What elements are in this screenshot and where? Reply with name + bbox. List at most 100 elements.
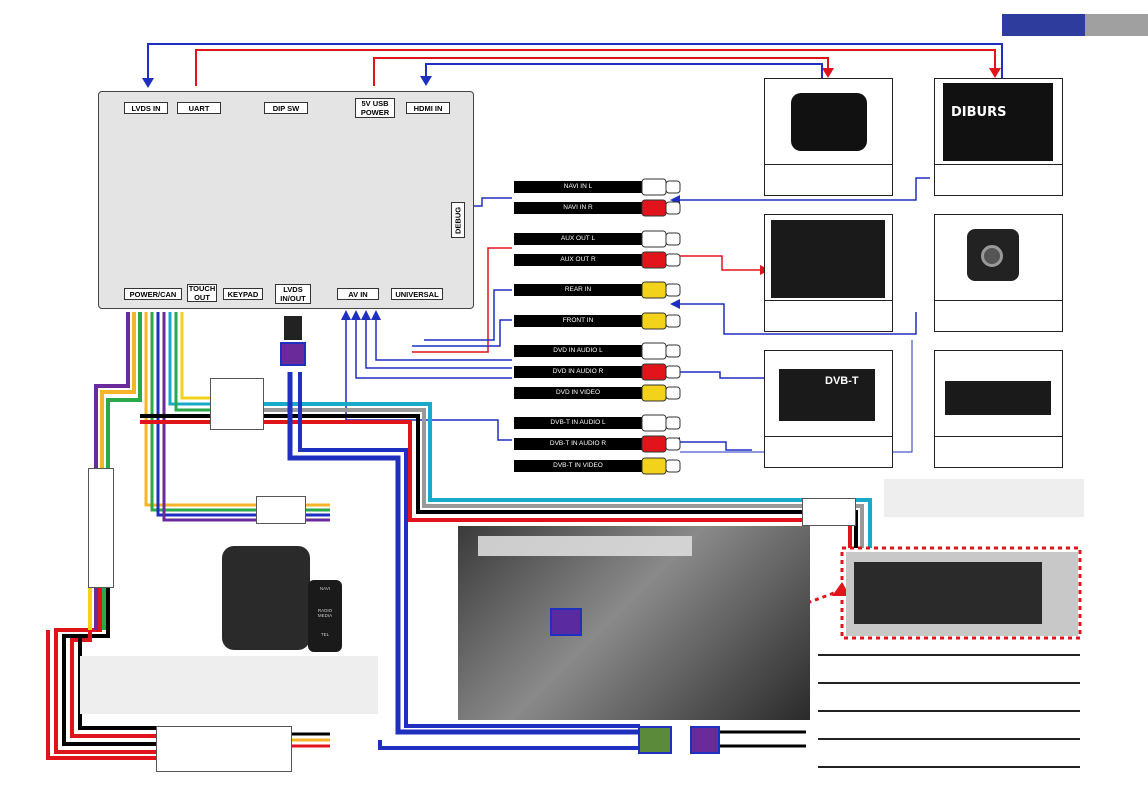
- rca-label: REAR IN: [514, 284, 642, 296]
- rca-plug-white: [641, 414, 681, 432]
- rca-plug-red: [641, 251, 681, 269]
- wire-dvd-in-v: [355, 312, 512, 379]
- rca-label: DVB-T IN AUDIO R: [514, 438, 642, 450]
- wire-navi-in: [472, 197, 512, 207]
- wire-can-black: [140, 414, 858, 548]
- port-av-in: AV IN: [337, 288, 379, 300]
- connector-pins: [854, 562, 1042, 624]
- wire-dvd-in: [375, 312, 512, 361]
- wire-front-in: [412, 319, 512, 347]
- wire-dvd-to-rca: [680, 371, 764, 379]
- rca-plug-yellow: [641, 384, 681, 402]
- button-radio-media[interactable]: RADIO MEDIA: [317, 608, 333, 618]
- dvd-player-image: [945, 381, 1051, 415]
- navi-module-image: DIBURS: [943, 83, 1053, 161]
- device-caption: [765, 164, 892, 195]
- port-lvds-in-out: LVDS IN/OUT: [275, 284, 311, 304]
- port-hdmi-in: HDMI IN: [406, 102, 450, 114]
- port-touch-out: TOUCH OUT: [187, 284, 217, 302]
- rca-plug-white: [641, 230, 681, 248]
- wire-dvd-device: [680, 340, 913, 453]
- wire-rear-camera: [680, 303, 917, 335]
- device-dvd-player: [934, 350, 1063, 468]
- wire-rear-in: [424, 289, 512, 341]
- spec-table: [818, 654, 1080, 768]
- rca-label: NAVI IN R: [514, 202, 642, 214]
- wire-lvds-3: [378, 740, 640, 750]
- rca-label: FRONT IN: [514, 315, 642, 327]
- car-connector-photo: [458, 526, 810, 720]
- bottom-plug-green: [638, 726, 672, 754]
- port-keypad: KEYPAD: [223, 288, 263, 300]
- bottom-plug-purple: [690, 726, 720, 754]
- vehicle-connector-photo: [846, 552, 1078, 636]
- harness-connector-3: [802, 498, 856, 526]
- rca-plug-white: [641, 178, 681, 196]
- wire-can-white: [262, 408, 864, 548]
- button-tel[interactable]: TEL: [320, 632, 330, 637]
- port-5v-usb-power: 5V USB POWER: [355, 98, 395, 118]
- harness-connector: [210, 378, 264, 430]
- dvbt-image: DVB-T: [779, 369, 875, 421]
- rca-plug-red: [641, 363, 681, 381]
- wifi-box-image: [791, 93, 867, 151]
- rca-label: DVB-T IN VIDEO: [514, 460, 642, 472]
- wire-can-red: [140, 420, 852, 548]
- device-caption: [765, 436, 892, 467]
- rca-plug-yellow: [641, 281, 681, 299]
- camera-lens: [981, 245, 1003, 267]
- lvds-plug-photo: [550, 608, 582, 636]
- rca-plug-white: [641, 342, 681, 360]
- device-rear-camera: [934, 214, 1063, 332]
- navi-brand-text: DIBURS: [951, 105, 1007, 120]
- harness-connector-left: [88, 468, 114, 588]
- harness-connector-2: [256, 496, 306, 524]
- header-tabs: [1002, 14, 1148, 36]
- port-uart: UART: [177, 102, 221, 114]
- tab-gray: [1085, 14, 1148, 36]
- device-caption: [935, 164, 1062, 195]
- table-row: [818, 654, 1080, 684]
- photo-caption-bar: [478, 536, 692, 556]
- wire-uart-loop: [195, 49, 996, 86]
- rca-label: DVB-T IN AUDIO L: [514, 417, 642, 429]
- table-row: [818, 711, 1080, 740]
- rca-label: AUX OUT L: [514, 233, 642, 245]
- device-caption: [935, 300, 1062, 331]
- device-dvbt-box: DVB-T: [764, 350, 893, 468]
- wire-usb-loop: [373, 57, 829, 86]
- rca-label: NAVI IN L: [514, 181, 642, 193]
- wire-can-cyan: [262, 402, 872, 548]
- button-navi[interactable]: NAVI: [319, 586, 331, 591]
- wire-dvd-in-r: [365, 312, 512, 369]
- wire-lvds: [287, 372, 640, 735]
- wire-aux-device: [680, 255, 760, 271]
- connector-highlight: [840, 546, 1082, 640]
- touchpad: [222, 546, 310, 650]
- device-caption: [935, 436, 1062, 467]
- wire-lvds-in-loop: [147, 43, 1003, 86]
- wire-navi-device: [680, 177, 930, 201]
- wire-lvds-2: [298, 372, 640, 728]
- wire-dvbt-device: [680, 441, 752, 451]
- rca-label: AUX OUT R: [514, 254, 642, 266]
- controller-buttons: NAVI RADIO MEDIA TEL: [308, 580, 342, 652]
- rca-label: DVD IN AUDIO L: [514, 345, 642, 357]
- wire-dvbt-in: [345, 312, 512, 441]
- rca-plug-yellow: [641, 312, 681, 330]
- rca-plug-yellow: [641, 457, 681, 475]
- port-debug: DEBUG: [451, 202, 465, 238]
- note-box-right: [884, 479, 1084, 517]
- device-navi-module: DIBURS: [934, 78, 1063, 196]
- wire-hdmi-loop: [425, 63, 823, 80]
- note-box-left: [80, 656, 378, 714]
- port-lvds-in: LVDS IN: [124, 102, 168, 114]
- tab-blue: [1002, 14, 1085, 36]
- table-row: [818, 683, 1080, 712]
- wire-aux-out: [412, 247, 512, 353]
- rca-label: DVD IN VIDEO: [514, 387, 642, 399]
- rca-plug-red: [641, 435, 681, 453]
- aux-switch-photo: [771, 220, 885, 298]
- power-connector: [156, 726, 292, 772]
